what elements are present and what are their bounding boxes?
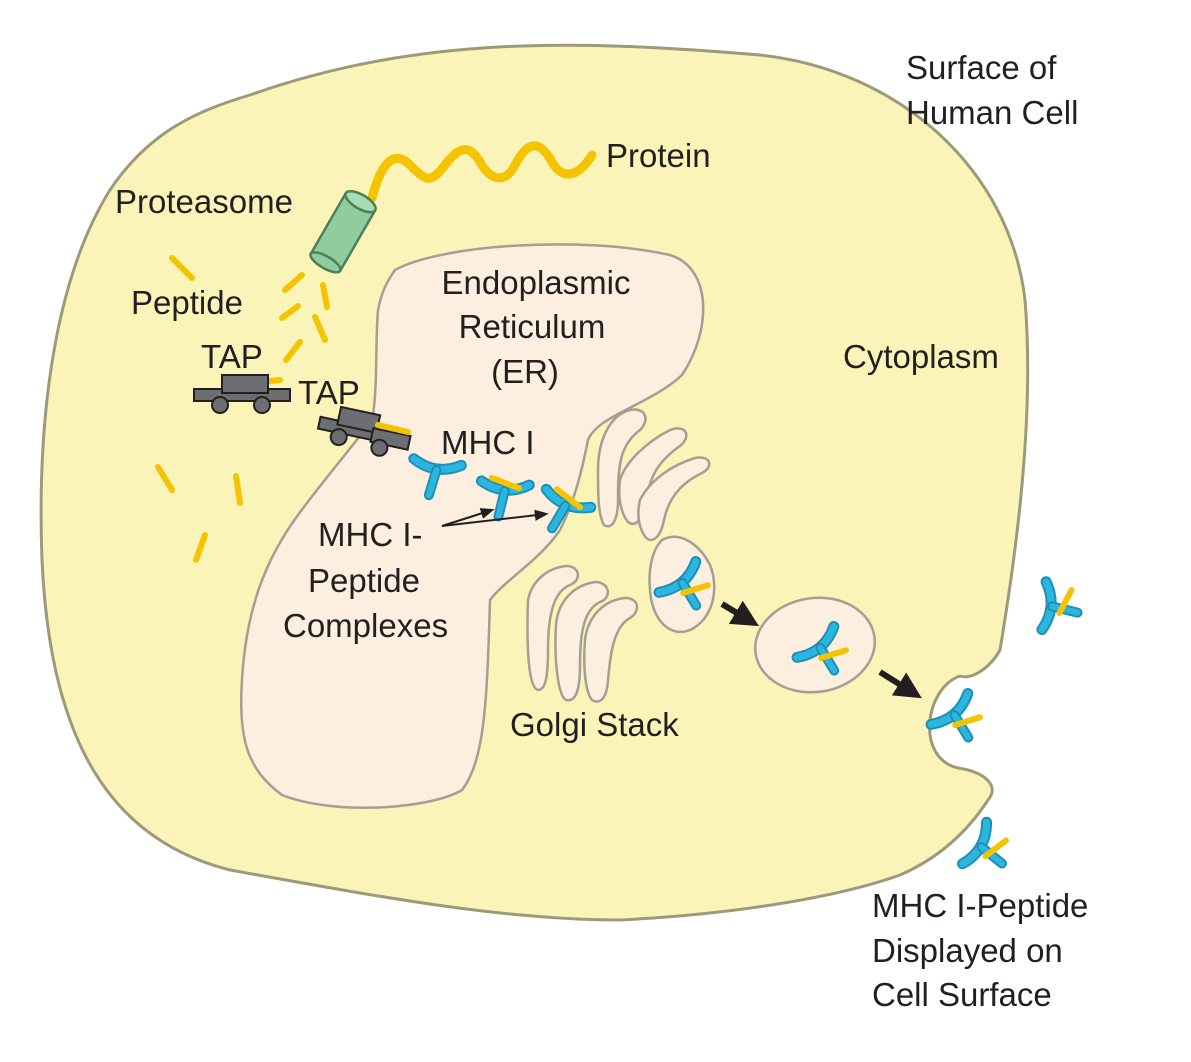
tap-truck-icon [316, 405, 412, 457]
peptide-fragments [155, 255, 330, 563]
transport-arrow [720, 600, 759, 627]
mhc-i-label: MHC I [441, 424, 535, 461]
pointer-arrow [441, 508, 495, 527]
tap-peptide [375, 422, 411, 435]
protein-label: Protein [606, 137, 711, 174]
er-label-line2: Reticulum [459, 308, 606, 345]
displayed-label-line1: MHC I-Peptide [872, 887, 1088, 924]
protein-chain [367, 141, 597, 203]
surface-label-line1: Surface of [906, 49, 1057, 86]
mhc-i-peptide-complex [931, 694, 990, 751]
mhc-i-peptide-complex [797, 627, 856, 684]
tap-label-2: TAP [298, 374, 360, 411]
complex-label-line3: Complexes [283, 607, 448, 644]
er-label-line3: (ER) [491, 353, 559, 390]
proteasome-label: Proteasome [115, 183, 293, 220]
displayed-label-line2: Displayed on [872, 932, 1063, 969]
endoplasmic-reticulum [239, 243, 705, 809]
er-label-line1: Endoplasmic [442, 264, 631, 301]
cytoplasm-label: Cytoplasm [843, 338, 999, 375]
mhc-i-peptide-complex [659, 562, 718, 619]
pointer-arrow [441, 509, 549, 527]
complex-label-line1: MHC I- [318, 516, 422, 553]
tap-label-1: TAP [201, 338, 263, 375]
mhc-i-peptide-complex [478, 474, 529, 519]
mhc-i-peptide-complex [534, 486, 593, 539]
golgi-label: Golgi Stack [510, 706, 679, 743]
complex-label-line2: Peptide [308, 562, 420, 599]
surface-label-line2: Human Cell [906, 94, 1078, 131]
peptide-label: Peptide [131, 284, 243, 321]
displayed-label-line3: Cell Surface [872, 976, 1052, 1013]
proteasome-cylinder-icon [309, 189, 377, 274]
transport-arrow [878, 669, 922, 699]
mhc-i-peptide-complex [963, 822, 1016, 881]
mhc-i-peptide-complex [1042, 582, 1080, 633]
